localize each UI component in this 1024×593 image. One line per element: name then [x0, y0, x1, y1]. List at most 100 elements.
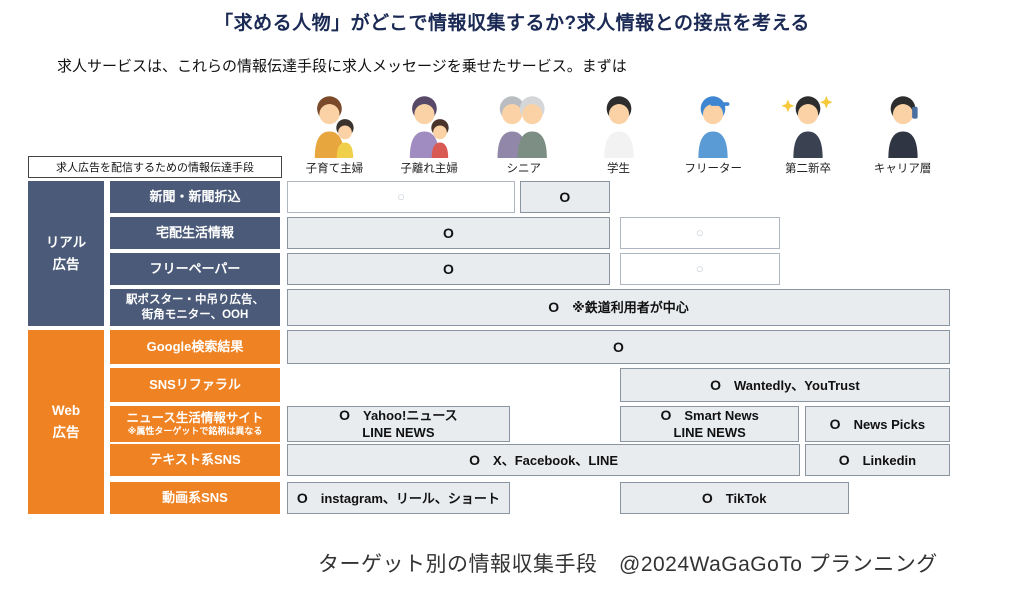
strong-mark: O [829, 415, 841, 432]
row-sublabel: 街角モニター、OOH [141, 308, 249, 321]
persona-illustration [603, 96, 634, 158]
strong-mark: O [339, 407, 350, 424]
grid-cell: O [287, 253, 610, 285]
row-cells-6: O Wantedly、YouTrust [287, 368, 950, 402]
row-cells-9: O instagram、リール、ショート O TikTok [287, 482, 950, 514]
persona-6: 第二新卒 [761, 82, 856, 176]
row-header-6: SNSリファラル [110, 368, 280, 402]
row-label: フリーペーパー [149, 260, 241, 276]
persona-illustration [781, 95, 833, 158]
row-label: ニュース生活情報サイト [126, 410, 264, 425]
row-label: 動画系SNS [162, 489, 228, 505]
cell-text: Wantedly、YouTrust [721, 377, 860, 393]
persona-illustration [315, 96, 355, 158]
row-cells-5: O [287, 330, 950, 364]
grid-cell: O ※鉄道利用者が中心 [287, 289, 950, 326]
persona-3: シニア [476, 82, 571, 176]
persona-illustration [409, 96, 449, 158]
strong-mark: O [710, 376, 721, 393]
row-label: 新聞・新聞折込 [149, 188, 241, 204]
grid-cell: O TikTok [619, 482, 849, 514]
row-cells-1: ○O [287, 181, 950, 213]
page-title: 「求める人物」がどこで情報収集するか?求人情報との接点を考える [214, 13, 810, 34]
row-label: テキスト系SNS [149, 451, 241, 467]
cell-text-line2: LINE NEWS [362, 425, 435, 440]
cell-text: X、Facebook、LINE [480, 452, 618, 468]
cell-text-line2: LINE NEWS [673, 425, 746, 440]
weak-mark: ○ [397, 188, 405, 204]
persona-5: フリーター [666, 82, 761, 176]
persona-label: フリーター [684, 163, 742, 175]
persona-row: 子育て主婦 子離れ主婦 シニア 学生 フリーター 第二新卒 キャリア層 [287, 82, 950, 176]
group-real-label-line1: リアル [45, 234, 87, 250]
cell-text: Linkedin [849, 452, 917, 468]
row-cells-2: O○ [287, 217, 950, 249]
persona-label: キャリア層 [873, 163, 932, 175]
row-label: Google検索結果 [146, 338, 244, 354]
persona-illustration [888, 96, 918, 158]
row-header-2: 宅配生活情報 [110, 217, 280, 249]
strong-mark: O [296, 489, 308, 506]
strong-mark: O [442, 224, 454, 241]
strong-mark: O [701, 489, 713, 506]
strong-mark: O [548, 299, 560, 316]
persona-label: 子育て主婦 [305, 163, 364, 175]
persona-label: 子離れ主婦 [400, 163, 458, 175]
row-label: 宅配生活情報 [155, 224, 234, 240]
subtitle-text: 求人サービスは、これらの情報伝達手段に求人メッセージを乗せたサービス。まずは [57, 58, 627, 75]
weak-mark: ○ [695, 260, 704, 276]
strong-mark: O [559, 188, 571, 205]
group-real-ads: リアル 広告 [28, 181, 104, 326]
row-header-8: テキスト系SNS [110, 444, 280, 476]
persona-1: 子育て主婦 [287, 82, 382, 176]
persona-illustration [497, 96, 547, 158]
row-header-5: Google検索結果 [110, 330, 280, 364]
cell-text: News Picks [840, 416, 926, 432]
strong-mark: O [660, 407, 672, 424]
persona-7: キャリア層 [855, 82, 950, 176]
weak-mark: ○ [695, 224, 704, 240]
row-cells-4: O ※鉄道利用者が中心 [287, 289, 950, 326]
persona-label: シニア [506, 163, 542, 175]
grid-cell: O [519, 181, 610, 213]
row-header-7: ニュース生活情報サイト※属性ターゲットで銘柄は異なる [110, 406, 280, 442]
row-header-4: 駅ポスター・中吊り広告、街角モニター、OOH [110, 289, 280, 326]
grid-cell: O [287, 330, 950, 364]
grid-cell: O Wantedly、YouTrust [619, 368, 950, 402]
grid-cell: ○ [287, 181, 516, 213]
grid-cell: O X、Facebook、LINE [287, 444, 801, 476]
row-header-9: 動画系SNS [110, 482, 280, 514]
row-header-3: フリーペーパー [110, 253, 280, 285]
strong-mark: O [442, 260, 454, 277]
persona-label: 学生 [607, 163, 631, 175]
group-web-ads: Web 広告 [28, 330, 104, 514]
strong-mark: O [469, 451, 481, 468]
cell-text: Yahoo!ニュース [349, 408, 458, 424]
channel-header-box: 求人広告を配信するための情報伝達手段 [28, 156, 282, 178]
persona-illustration [698, 96, 730, 158]
row-header-1: 新聞・新聞折込 [110, 181, 280, 213]
row-cells-3: O○ [287, 253, 950, 285]
strong-mark: O [838, 451, 850, 468]
cell-text: ※鉄道利用者が中心 [559, 300, 689, 316]
group-real-label-line2: 広告 [52, 256, 80, 272]
persona-4: 学生 [571, 82, 666, 176]
row-label: SNSリファラル [149, 376, 241, 392]
persona-2: 子離れ主婦 [382, 82, 477, 176]
group-web-label-line2: 広告 [52, 425, 80, 440]
persona-label: 第二新卒 [784, 163, 831, 175]
row-label: 駅ポスター・中吊り広告、 [126, 294, 264, 307]
grid-cell: O Linkedin [804, 444, 950, 476]
cell-text: Smart News [671, 408, 759, 424]
grid-cell: O News Picks [804, 406, 950, 442]
strong-mark: O [613, 338, 624, 355]
grid-cell: O instagram、リール、ショート [287, 482, 510, 514]
group-web-label-line1: Web [51, 403, 81, 419]
row-sublabel: ※属性ターゲットで銘柄は異なる [127, 426, 263, 437]
cell-text: instagram、リール、ショート [307, 490, 500, 506]
